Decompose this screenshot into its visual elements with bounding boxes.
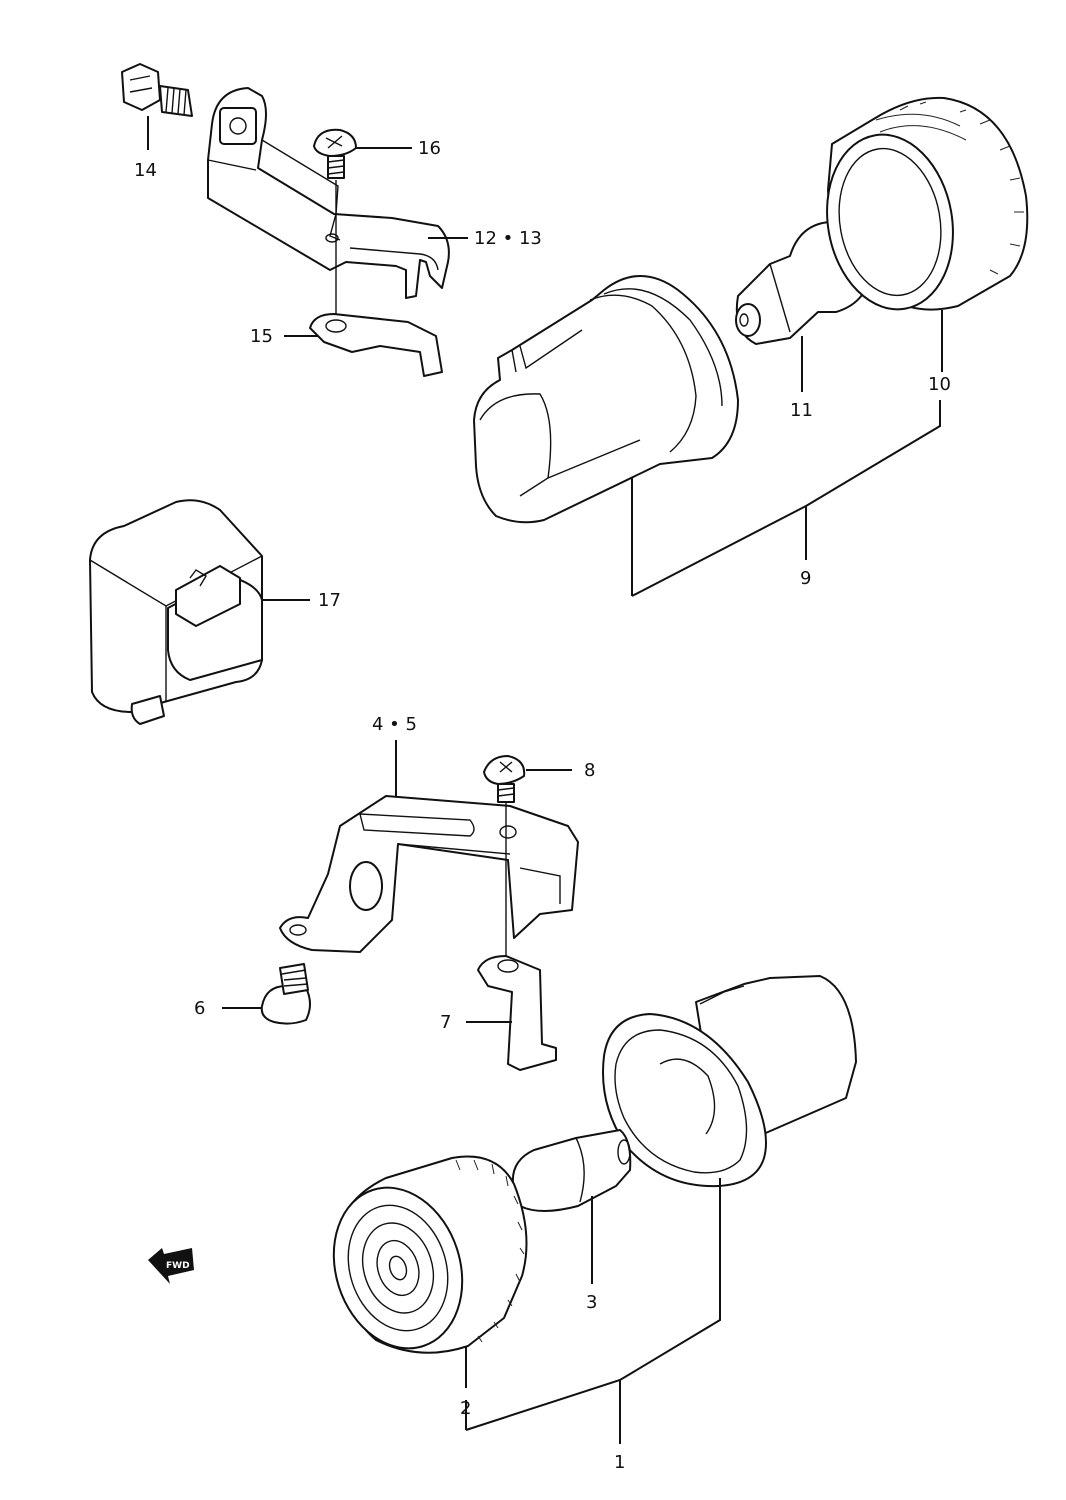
part-12-13-bracket xyxy=(207,87,450,299)
callout-9: 9 xyxy=(800,568,811,589)
callout-12-13: 12 • 13 xyxy=(474,228,542,249)
part-3-bulb xyxy=(512,1129,632,1284)
part-4-5-bracket xyxy=(279,795,579,953)
callout-14: 14 xyxy=(134,160,157,181)
part-2-lens xyxy=(332,1155,528,1388)
callout-10: 10 xyxy=(928,374,951,395)
forward-badge-label: FWD xyxy=(166,1261,190,1271)
part-1-lamp-housing xyxy=(602,975,857,1188)
callout-7: 7 xyxy=(440,1012,451,1033)
callout-4-5: 4 • 5 xyxy=(372,714,417,735)
callout-16: 16 xyxy=(418,138,441,159)
part-9-lamp-housing xyxy=(473,275,739,596)
callout-17: 17 xyxy=(318,590,341,611)
leader-1-bracket xyxy=(465,1178,721,1444)
forward-arrow-icon: FWD xyxy=(148,1248,194,1284)
callout-6: 6 xyxy=(194,998,205,1019)
part-14-bolt xyxy=(121,63,193,117)
part-17-relay xyxy=(89,499,263,725)
callout-1: 1 xyxy=(614,1452,625,1473)
leader-9-bracket xyxy=(631,400,941,597)
callout-labels: 14 16 12 • 13 15 11 10 9 17 4 • 5 8 6 7 … xyxy=(134,138,951,1473)
part-6-bolt xyxy=(260,963,311,1025)
callout-8: 8 xyxy=(584,760,595,781)
callout-15: 15 xyxy=(250,326,273,347)
part-15-clip xyxy=(309,313,443,377)
callout-leaders xyxy=(147,116,572,1023)
callout-11: 11 xyxy=(790,400,813,421)
callout-2: 2 xyxy=(460,1398,471,1419)
part-16-screw xyxy=(313,128,357,322)
callout-3: 3 xyxy=(586,1292,597,1313)
part-10-lens xyxy=(826,96,1029,372)
part-7-clip xyxy=(477,955,557,1071)
part-8-screw xyxy=(483,755,526,966)
